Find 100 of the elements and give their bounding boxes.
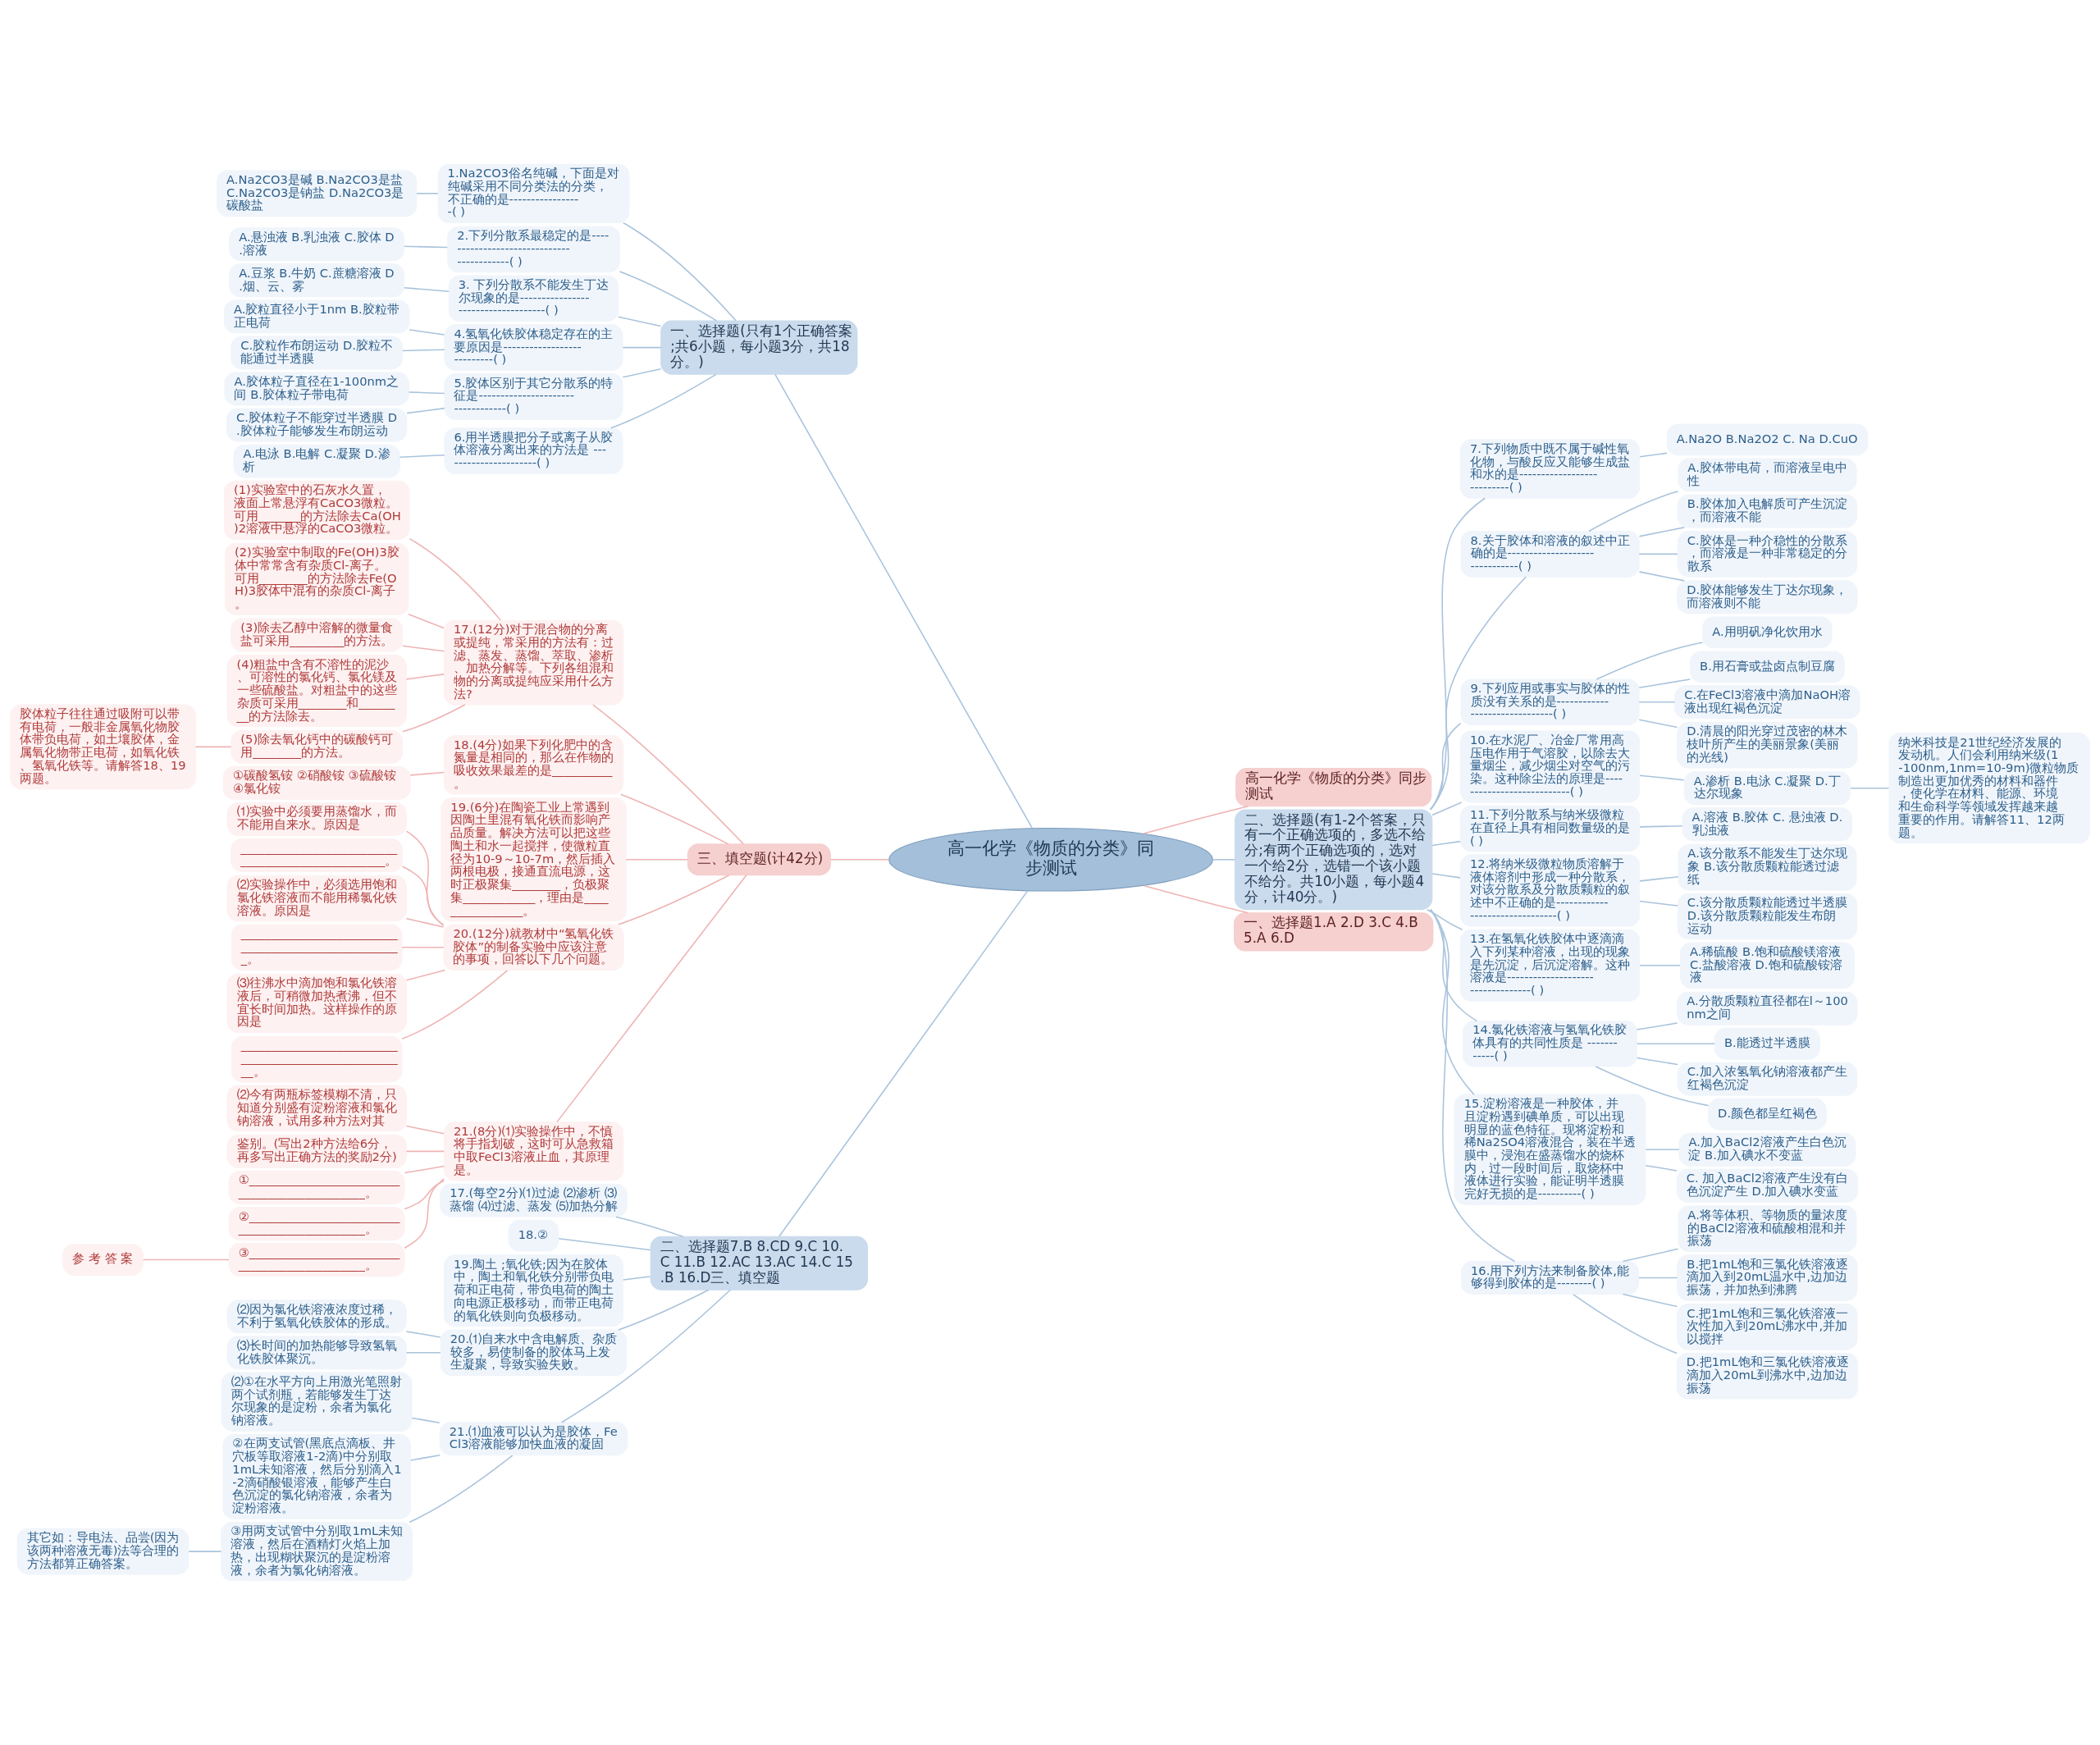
node-box: A.胶体粒子直径在1-100nm之间 B.胶体粒子带电荷: [224, 372, 409, 406]
connector: [405, 969, 446, 981]
connector: [778, 890, 1029, 1237]
node-box: (1)实验室中的石灰水久置，液面上常悬浮有CaCO3微粒。可用_______的方法除去Ca(OH)2溶液中悬浮的CaCO3微粒。: [223, 480, 410, 541]
node-box: 三、填空题(计42分): [687, 843, 831, 876]
node-box: 一、选择题(只有1个正确答案;共6小题，每小题3分，共18分。): [660, 320, 858, 375]
node-ellipse: 高一化学《物质的分类》同步测试: [888, 827, 1213, 892]
connector: [1429, 722, 1462, 811]
connector: [194, 746, 232, 748]
connector: [405, 1150, 445, 1153]
connector: [406, 407, 445, 414]
node-box: B.用石膏或盐卤点制豆腐: [1690, 651, 1845, 683]
node-box: 19.陶土 ;氧化铁;因为在胶体中，陶土和氧化铁分别带负电荷和正电荷，带负电荷的陶土向电源正极移动，而带正电荷的氧化铁则向负极移动。: [443, 1254, 624, 1327]
connector: [774, 373, 1033, 829]
node-box: A.Na2CO3是碱 B.Na2CO3是盐 C.Na2CO3是钠盐 D.Na2CO3是碳酸盐: [216, 170, 418, 217]
connector: [1636, 1043, 1715, 1045]
connector: [1596, 642, 1704, 680]
node-box: 其它如：导电法、品尝(因为该两种溶液无毒)法等合理的方法都算正确答案。: [16, 1528, 189, 1575]
connector: [1430, 908, 1516, 1263]
node-box: 20.⑴自来水中含电解质、杂质较多，易使制备的胶体马上发生凝聚，导致实验失败。: [440, 1329, 628, 1377]
node-box: 18.(4分)如果下列化肥中的含氮量是相同的，那么在作物的吸收效果最差的是__________。: [443, 735, 624, 795]
connector: [405, 917, 445, 928]
connector: [404, 1178, 445, 1249]
connector: [188, 1551, 222, 1552]
connector: [556, 874, 747, 1123]
node-box: ______________________________________________________。: [231, 1035, 403, 1083]
node-box: C. 加入BaCl2溶液产生没有白色沉淀产生 D.加入碘水变蓝: [1676, 1168, 1859, 1203]
connector: [1638, 678, 1691, 688]
connector: [405, 674, 445, 680]
node-box: 7.下列物质中既不属于碱性氧化物，与酸反应又能够生成盐和水的是---------------------------( ): [1459, 439, 1641, 499]
connector: [405, 1331, 441, 1338]
node-box: B.能透过半透膜: [1714, 1027, 1820, 1060]
connector: [829, 859, 890, 861]
connector: [403, 245, 449, 249]
node-box: 1.Na2CO3俗名纯碱，下面是对纯碱采用不同分类法的分类，不正确的是-----------------( ): [437, 163, 630, 224]
connector: [1143, 884, 1249, 914]
node-box: 3. 下列分散系不能发生丁达尔现象的是------------------------------------( ): [448, 275, 619, 322]
connector: [1850, 787, 1890, 789]
connector: [1636, 1057, 1678, 1066]
connector: [409, 329, 445, 336]
node-box: 高一化学《物质的分类》同步测试: [1235, 768, 1432, 807]
node-box: A.分散质颗粒直径都在l～100nm之间: [1677, 991, 1858, 1026]
node-box: A.该分散系不能发生丁达尔现象 B.该分散质颗粒能透过滤纸: [1678, 843, 1857, 891]
node-box: B.把1mL饱和三氯化铁溶液逐滴加入到20mL温水中,边加边振荡，并加热到沸腾: [1677, 1254, 1858, 1301]
connector: [1638, 701, 1676, 703]
node-box: A.悬浊液 B.乳浊液 C.胶体 D.溶液: [229, 227, 405, 262]
node-box: 4.氢氧化铁胶体稳定存在的主要原因是---------------------------( ): [444, 324, 623, 371]
connector: [1588, 490, 1679, 532]
node-box: D.颜色都呈红褐色: [1708, 1098, 1827, 1131]
connector: [1212, 859, 1236, 861]
node-box: 二、选择题(有1-2个答案，只有一个正确选项的，多选不给分;有两个正确选项的，选对一个给2分，选错一个该小题不给分。共10小题，每小题4分，计40分。): [1235, 809, 1433, 911]
connector: [592, 704, 744, 845]
connector: [622, 368, 662, 378]
node-box: 一、选择题1.A 2.D 3.C 4.B 5.A 6.D: [1234, 912, 1434, 952]
connector: [1639, 900, 1678, 907]
node-box: A.胶粒直径小于1nm B.胶粒带正电荷: [223, 299, 410, 334]
connector: [1639, 876, 1679, 882]
connector: [620, 793, 729, 845]
connector: [405, 830, 445, 926]
connector: [622, 1276, 651, 1281]
node-box: 胶体粒子往往通过吸附可以带有电荷，一般非金属氧化物胶体带负电荷，如土壤胶体，金属氧化物带正电荷，如氧化铁、氢氧化铁等。请解答18、19两题。: [10, 704, 196, 790]
connector: [402, 704, 466, 733]
node-box: ⑵①在水平方向上用激光笔照射两个试剂瓶，若能够发生丁达尔现象的是淀粉，余者为氯化钠溶液。: [221, 1372, 413, 1432]
connector: [1431, 873, 1461, 879]
connector: [401, 970, 509, 1039]
node-box: 13.在氢氧化铁胶体中逐滴滴入下列某种溶液，出现的现象是先沉淀，后沉淀溶解。这种溶液是----------------------------------( ): [1459, 929, 1641, 1002]
node-box: (4)粗盐中含有不溶性的泥沙、可溶性的氯化钙、氯化镁及一些硫酸盐。对粗盐中的这些杂质可采用________和________的方法除去。: [226, 655, 407, 728]
connector: [405, 1352, 441, 1354]
node-box: C.胶体是一种介稳性的分散系，而溶液是一种非常稳定的分散系: [1677, 531, 1858, 578]
connector: [1638, 719, 1678, 729]
node-box: B.胶体加入电解质可产生沉淀，而溶液不能: [1677, 494, 1858, 528]
connector: [1645, 1164, 1678, 1172]
node-box: 21.(8分)⑴实验操作中，不慎将手指划破，这时可从急救箱中取FeCl3溶液止血，其原理是。: [443, 1121, 624, 1181]
node-box: C.把1mL饱和三氯化铁溶液一次性加入到20mL沸水中,并加以搅拌: [1677, 1304, 1858, 1350]
node-box: C.胶体粒子不能穿过半透膜 D.胶体粒子能够发生布朗运动: [226, 408, 408, 442]
connector: [625, 859, 688, 861]
node-box: 6.用半透膜把分子或离子从胶体溶液分离出来的方法是 ----------------------( ): [444, 427, 623, 474]
node-box: 18.②: [508, 1219, 559, 1252]
node-box: 纳米科技是21世纪经济发展的发动机。人们会利用纳米级(1-100nm,1nm=10-9m)微粒物质制造出更加优秀的材料和器件，使化学在材料、能源、环境和生命科学等领域发挥越来越重要的作用。请解答11、12两题。: [1888, 733, 2090, 844]
node-box: 二、选择题7.B 8.CD 9.C 10.C 11.B 12.AC 13.AC 14.C 15.B 16.D三、填空题: [650, 1236, 869, 1290]
connector: [622, 346, 662, 349]
node-box: ②______________________________________________。: [228, 1207, 405, 1240]
connector: [1595, 1066, 1710, 1107]
node-box: ⑵实验操作中，必须选用饱和氯化铁溶液而不能用稀氯化铁溶液。原因是: [226, 875, 407, 922]
node-box: C.胶粒作布朗运动 D.胶粒不能通过半透膜: [231, 336, 404, 370]
node-box: 8.关于胶体和溶液的叙述中正确的是-------------------------------( ): [1460, 531, 1640, 578]
connector: [1639, 965, 1681, 966]
connector: [402, 645, 445, 652]
connector: [404, 1165, 445, 1174]
connector: [622, 222, 737, 322]
node-box: A.加入BaCl2溶液产生白色沉淀 B.加入碘水不变蓝: [1678, 1132, 1856, 1167]
node-box: D.胶体能够发生丁达尔现象，而溶液则不能: [1677, 580, 1858, 614]
node-box: 20.(12分)就教材中“氢氧化铁胶体”的制备实验中应该注意的事项，回答以下几个问题。: [443, 924, 624, 971]
connector: [560, 1289, 731, 1423]
node-box: ③______________________________________________。: [228, 1243, 405, 1277]
node-box: C.在FeCl3溶液中滴加NaOH溶液出现红褐色沉淀: [1674, 685, 1860, 719]
node-box: (5)除去氧化钙中的碳酸钙可用________的方法。: [231, 729, 404, 764]
connector: [1636, 1022, 1678, 1030]
connector: [1431, 802, 1463, 816]
node-box: D.清晨的阳光穿过茂密的林木枝叶所产生的美丽景象(美丽的光线): [1677, 721, 1858, 769]
